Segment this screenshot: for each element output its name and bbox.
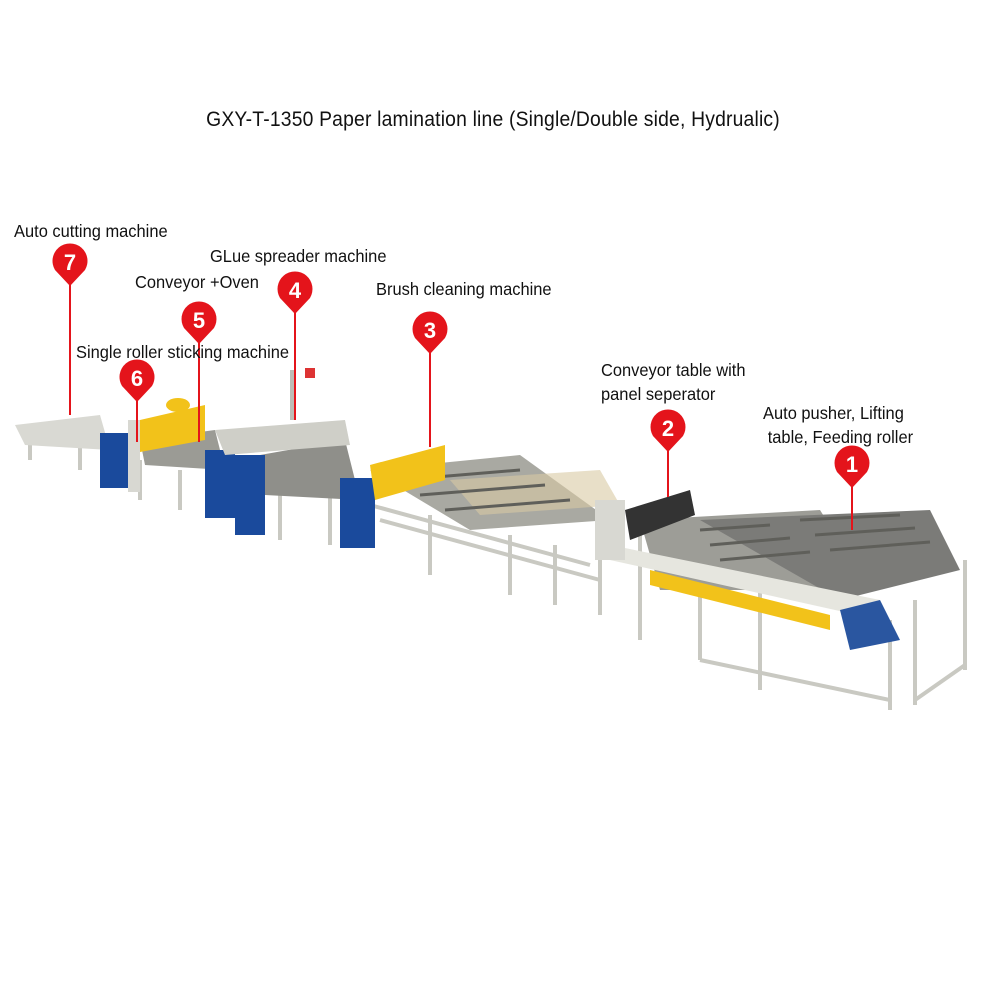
pin-number: 2 bbox=[662, 416, 674, 441]
station-pin-2: 2 bbox=[650, 409, 686, 497]
station-6-label: Single roller sticking machine bbox=[76, 342, 290, 362]
station-pin-3: 3 bbox=[412, 311, 448, 447]
station-3-label: Brush cleaning machine bbox=[376, 279, 552, 299]
pin-number: 5 bbox=[193, 308, 205, 333]
pin-marker-icon bbox=[834, 445, 870, 488]
pin-marker-icon bbox=[52, 243, 88, 286]
pin-marker-icon bbox=[181, 301, 217, 344]
pin-number: 3 bbox=[424, 318, 436, 343]
pin-marker-icon bbox=[412, 311, 448, 354]
pin-number: 7 bbox=[64, 250, 76, 275]
rollers bbox=[399, 468, 931, 562]
station-pin-5: 5 bbox=[181, 301, 217, 442]
pin-number: 1 bbox=[846, 452, 858, 477]
station-pin-7: 7 bbox=[52, 243, 88, 415]
station-7-label: Auto cutting machine bbox=[14, 221, 168, 241]
station-pin-6: 6 bbox=[119, 359, 155, 442]
pin-marker-icon bbox=[277, 271, 313, 314]
conveyors bbox=[15, 415, 960, 650]
pin-number: 4 bbox=[289, 278, 302, 303]
pin-marker-icon bbox=[650, 409, 686, 452]
station-pin-1: 1 bbox=[834, 445, 870, 530]
pin-number: 6 bbox=[131, 366, 143, 391]
machine-bodies bbox=[100, 368, 695, 560]
station-5-label: Conveyor +Oven bbox=[135, 272, 259, 292]
diagram-title: GXY-T-1350 Paper lamination line (Single… bbox=[206, 108, 780, 131]
station-pin-4: 4 bbox=[277, 271, 313, 420]
station-4-label: GLue spreader machine bbox=[210, 246, 387, 266]
pin-marker-icon bbox=[119, 359, 155, 402]
support-frames bbox=[28, 430, 967, 710]
